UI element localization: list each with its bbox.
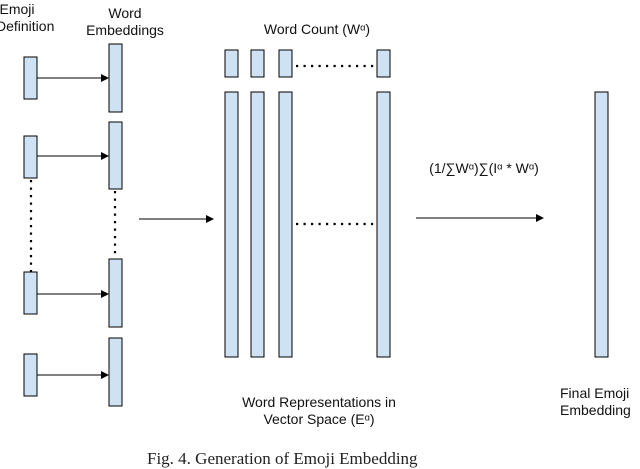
emoji-definition-label-line1: Emoji	[0, 1, 35, 17]
word-representation-bar	[224, 91, 239, 358]
emoji-definition-label-line2: Definition	[0, 18, 55, 34]
word-count-box	[224, 49, 239, 78]
vertical-ellipsis	[29, 180, 117, 272]
final-embedding-label: Final Emoji Embedding	[560, 385, 640, 419]
word-representation-bar	[376, 91, 391, 358]
word-count-box	[376, 49, 391, 78]
emoji-definition-label: Emoji Definition	[0, 1, 55, 35]
word-embedding-box	[108, 258, 123, 328]
word-representation-bar	[250, 91, 265, 358]
emoji-definition-box	[23, 56, 38, 100]
word-representation-bar	[278, 91, 293, 358]
final-embedding-bar	[594, 91, 609, 358]
final-embedding-label-line1: Final Emoji	[560, 385, 630, 401]
figure-caption: Fig. 4. Generation of Emoji Embedding	[147, 449, 418, 468]
definition-to-embedding-arrows	[37, 74, 109, 379]
emoji-definition-box	[23, 271, 38, 315]
word-representations-label: Word Representations in Vector Space (Eᵅ…	[219, 394, 419, 428]
word-embedding-boxes	[108, 43, 123, 407]
word-representation-bars	[224, 91, 391, 358]
emoji-definition-box	[23, 135, 38, 179]
word-count-box	[250, 49, 265, 78]
word-count-label: Word Count (Wᵅ)	[263, 21, 371, 37]
word-embedding-box	[108, 43, 123, 113]
emoji-definition-box	[23, 353, 38, 397]
word-embedding-box	[108, 121, 123, 190]
final-embedding-label-line2: Embedding	[560, 402, 631, 418]
word-representations-label-line1: Word Representations in	[242, 394, 396, 410]
word-embeddings-label-line2: Embeddings	[86, 22, 164, 38]
word-count-box	[278, 49, 293, 78]
formula-label: (1/∑Wᵅ)∑(Iᵅ * Wᵅ)	[429, 160, 539, 176]
word-embeddings-label: Word Embeddings	[70, 5, 180, 39]
word-embedding-box	[108, 337, 123, 407]
word-representations-label-line2: Vector Space (Eᵅ)	[263, 411, 375, 427]
word-count-boxes	[224, 49, 391, 78]
word-embeddings-label-line1: Word	[108, 5, 142, 21]
